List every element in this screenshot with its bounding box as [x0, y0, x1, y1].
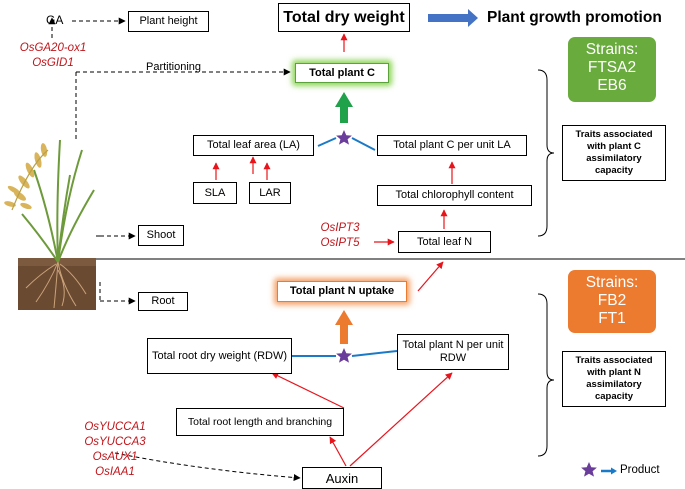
ga-gene-2: OsGID1 [32, 57, 74, 69]
ipt-gene-2: OsIPT5 [320, 237, 360, 249]
lar-box: LAR [249, 182, 291, 204]
orange-up-arrow [335, 310, 353, 344]
rice-plant-illustration [4, 139, 96, 310]
root-box: Root [138, 292, 188, 311]
strains-heading: Strains: [585, 274, 639, 291]
sla-box: SLA [193, 182, 237, 204]
ga-gene-1: OsGA20-ox1 [19, 42, 87, 54]
shoot-box: Shoot [138, 225, 184, 246]
auxin-box: Auxin [302, 467, 382, 489]
promotion-arrow [428, 9, 478, 27]
carbon-strains-badge: Strains: FTSA2 EB6 [568, 37, 656, 102]
n-per-rdw-box: Total plant N per unit RDW [397, 334, 509, 370]
total-plant-c-box: Total plant C [295, 63, 389, 83]
total-leaf-area-box: Total leaf area (LA) [193, 135, 314, 156]
strain-eb6: EB6 [597, 77, 627, 94]
strain-ftsa2: FTSA2 [587, 59, 637, 76]
strains-heading: Strains: [585, 41, 639, 58]
star-icon [336, 348, 352, 363]
auxin-gene-2: OsYUCCA3 [84, 436, 146, 448]
strain-ft1: FT1 [598, 310, 626, 327]
auxin-gene-4: OsIAA1 [95, 466, 135, 478]
ga-label: GA [46, 13, 64, 27]
plant-growth-promotion-label: Plant growth promotion [487, 9, 662, 26]
nitrogen-traits-box: Traits associated with plant N assimilat… [562, 351, 666, 407]
root-length-box: Total root length and branching [176, 408, 344, 436]
total-leaf-n-box: Total leaf N [398, 231, 491, 253]
root-dry-weight-box: Total root dry weight (RDW) [147, 338, 292, 374]
legend-star-icon [581, 462, 597, 477]
green-up-arrow [335, 92, 353, 123]
carbon-brace [537, 69, 555, 237]
partitioning-label: Partitioning [146, 61, 202, 73]
c-per-leaf-area-box: Total plant C per unit LA [377, 135, 527, 156]
chlorophyll-box: Total chlorophyll content [377, 185, 532, 206]
total-dry-weight-box: Total dry weight [278, 3, 410, 32]
nitrogen-strains-badge: Strains: FB2 FT1 [568, 270, 656, 333]
nitrogen-brace [537, 293, 555, 457]
star-icon [336, 130, 352, 145]
auxin-gene-3: OsAUX1 [92, 451, 138, 463]
auxin-gene-1: OsYUCCA1 [84, 421, 146, 433]
ipt-gene-1: OsIPT3 [320, 222, 360, 234]
plant-height-box: Plant height [128, 11, 209, 32]
strain-fb2: FB2 [597, 292, 627, 309]
carbon-traits-box: Traits associated with plant C assimilat… [562, 125, 666, 181]
total-plant-n-box: Total plant N uptake [277, 281, 407, 302]
legend-product-label: Product [620, 464, 660, 476]
